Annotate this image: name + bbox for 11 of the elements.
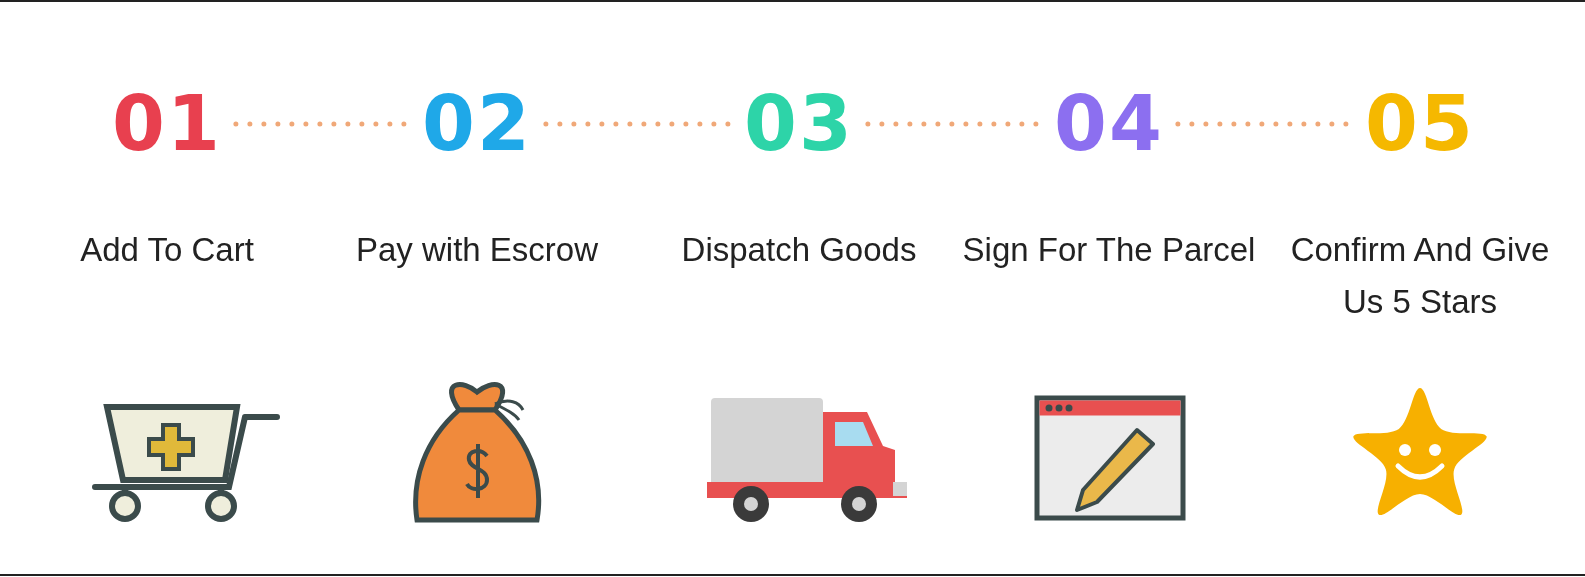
step-label: Sign For The Parcel (961, 230, 1257, 270)
step-label: Confirm And Give Us 5 Stars (1289, 230, 1551, 322)
step-number: 05 (1365, 86, 1475, 162)
step-number: 03 (744, 86, 854, 162)
step-label: Pay with Escrow (354, 230, 600, 270)
dotted-connector (543, 121, 733, 127)
step-number: 01 (112, 86, 222, 162)
step-number: 04 (1054, 86, 1164, 162)
step-label: Dispatch Goods (680, 230, 918, 270)
step-number: 02 (422, 86, 532, 162)
step-label: Add To Cart (79, 230, 255, 270)
